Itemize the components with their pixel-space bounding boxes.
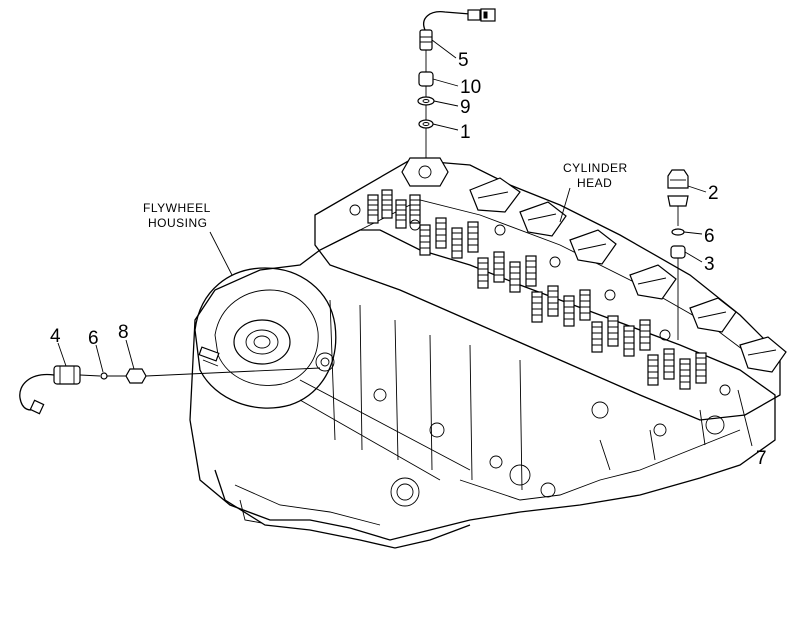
right-sensor-assembly [667,169,707,340]
engine-block [189,229,776,549]
callout-3: 3 [704,254,715,275]
o-ring-6-left [100,372,108,380]
top-sensor-assembly [401,8,496,187]
spacer-10 [418,71,434,87]
flywheel-housing [194,267,337,409]
callout-8: 8 [118,322,129,343]
cylinder-head-label-line2: HEAD [577,176,612,190]
valve-spring-cluster-4 [531,285,591,327]
sensor-2-cap [667,169,689,189]
sensor-4-body [53,365,81,385]
callout-6-right: 6 [704,226,715,247]
flywheel-housing-label-line1: FLYWHEEL [143,201,211,215]
nut-8 [125,368,147,384]
callout-6-left: 6 [88,328,99,349]
valve-spring-cluster-1 [367,189,421,229]
valve-spring-cluster-3 [477,251,537,293]
valve-spring-cluster-2 [419,217,479,259]
flywheel-housing-label-line2: HOUSING [148,216,208,230]
callout-7: 7 [756,448,767,469]
callout-2: 2 [708,183,719,204]
callout-10: 10 [460,77,481,98]
valve-spring-cluster-5 [591,315,651,357]
callout-1: 1 [460,122,471,143]
flywheel-housing-leader [209,231,233,276]
sensor-5-body [419,29,433,51]
callout-9: 9 [460,97,471,118]
callout-5: 5 [458,50,469,71]
washer-9 [417,96,435,106]
adapter-3 [670,245,686,259]
callout-7-leader [737,389,753,447]
callout-4: 4 [50,326,61,347]
o-ring-6 [671,228,685,236]
cylinder-head-label-line1: CYLINDER [563,161,628,175]
valve-springs [349,189,731,396]
left-sensor-assembly [19,339,321,415]
cylinder-head-leader [559,187,571,223]
washer-1 [418,119,434,129]
valve-spring-cluster-6 [647,348,707,390]
